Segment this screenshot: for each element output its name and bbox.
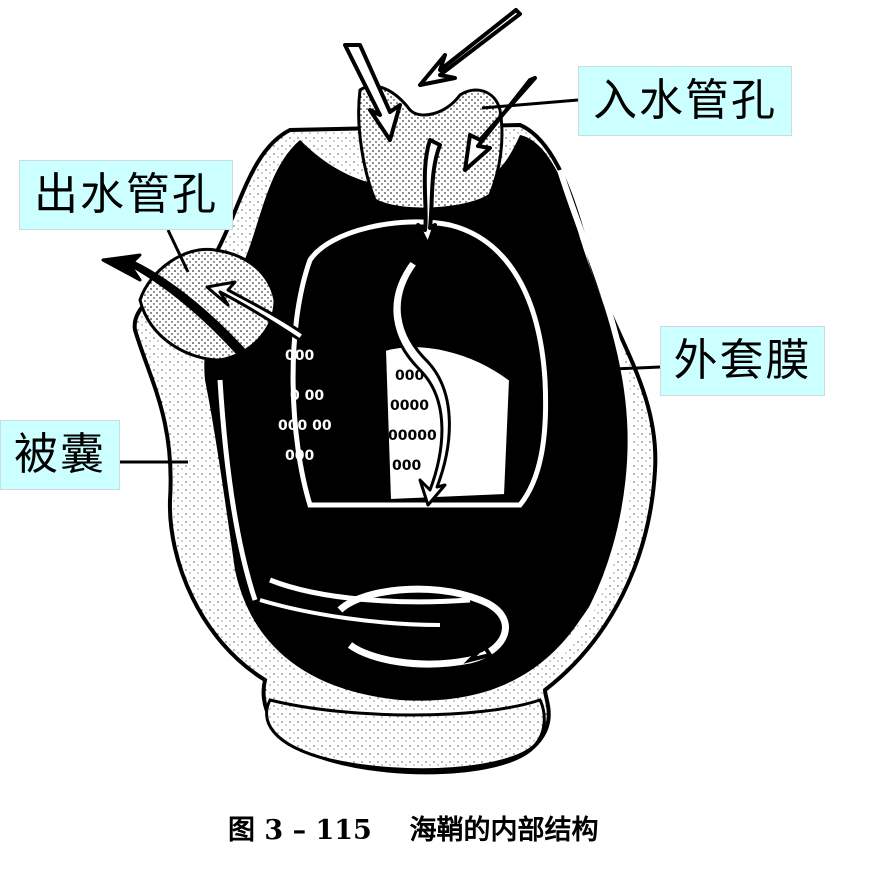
figure-number: 图 3 – 115 [228,815,372,846]
label-tunic: 被囊 [0,420,120,490]
svg-text:0000: 0000 [390,398,429,414]
label-text: 入水管孔 [593,75,777,126]
water-in-arrows [343,8,537,247]
arrow-down-icon [418,8,522,87]
svg-text:000: 000 [392,458,421,474]
label-incurrent-siphon: 入水管孔 [578,66,792,136]
svg-text:000: 000 [285,448,314,464]
excurrent-siphon-shape [138,247,277,362]
arrow-curve-icon [390,258,451,507]
arrow-up-left-icon [205,280,306,342]
label-text: 被囊 [14,429,106,480]
svg-text:0 00: 0 00 [290,388,324,404]
label-text: 外套膜 [673,335,812,386]
tunic-base [265,698,546,772]
label-excurrent-siphon: 出水管孔 [19,160,233,230]
water-out-arrows [101,253,451,507]
arrow-up-left-icon [101,253,270,382]
svg-text:000: 000 [285,348,314,364]
gill-slits-pattern: 0000 0000 00000 000 000 0 00 000 00 000 [278,348,437,474]
figure-caption: 图 3 – 115 海鞘的内部结构 [228,808,598,847]
arrow-down-icon [463,76,537,172]
figure-title: 海鞘的内部结构 [409,815,599,846]
svg-text:00000: 00000 [388,428,437,444]
arrow-down-icon [343,43,402,142]
label-text: 出水管孔 [34,169,218,220]
label-mantle: 外套膜 [660,326,825,396]
gut-loop [337,585,509,668]
svg-text:000 00: 000 00 [278,418,332,434]
arrow-down-icon [416,138,442,247]
label-leader-lines [120,98,661,464]
